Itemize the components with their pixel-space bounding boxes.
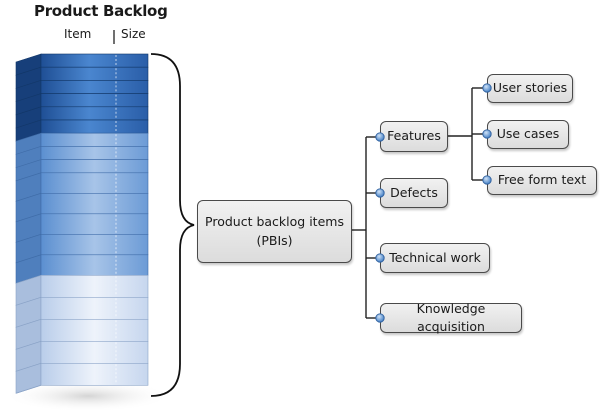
backlog-slab [40,106,149,121]
defects-node: Defects [380,178,448,208]
item-column-header: Item [64,27,92,41]
technical-work-label: Technical work [389,249,481,265]
stack-base-edge [15,384,42,394]
use-cases-label: Use cases [496,126,560,142]
backlog-slab [40,362,149,386]
backlog-slab [40,159,149,174]
backlog-slab [40,318,149,342]
pbi-label-line1: Product backlog items [205,214,344,230]
backlog-slab [40,274,149,298]
backlog-slab [40,53,149,68]
size-column-header: Size [121,27,146,41]
backlog-slab [40,340,149,364]
use-cases-node: Use cases [487,120,569,149]
backlog-slab [40,66,149,81]
backlog-slab [40,119,149,134]
backlog-slab [40,254,149,276]
pbi-node: Product backlog items (PBIs) [197,200,352,263]
stack-shadow [4,380,172,412]
backlog-slab [40,234,149,256]
knowledge-acquisition-node: Knowledge acquisition [380,300,522,334]
pbi-label-line2: (PBIs) [256,232,293,248]
curly-brace [150,53,195,397]
backlog-slab [40,93,149,108]
features-node: Features [380,121,448,152]
product-backlog-stack [15,53,149,394]
features-label: Features [387,128,441,144]
user-stories-label: User stories [492,80,568,96]
backlog-slab [40,213,149,235]
free-form-text-node: Free form text [487,166,597,195]
backlog-slab [40,132,149,147]
user-stories-node: User stories [487,74,573,103]
backlog-slab [40,172,149,194]
knowledge-acquisition-label: Knowledge acquisition [416,300,486,334]
backlog-slab [40,193,149,215]
backlog-title: Product Backlog [34,2,168,20]
free-form-text-label: Free form text [497,172,587,188]
backlog-slab [40,146,149,160]
backlog-slab [40,296,149,320]
technical-work-node: Technical work [380,243,490,273]
backlog-slab [40,80,149,94]
defects-label: Defects [390,184,438,200]
